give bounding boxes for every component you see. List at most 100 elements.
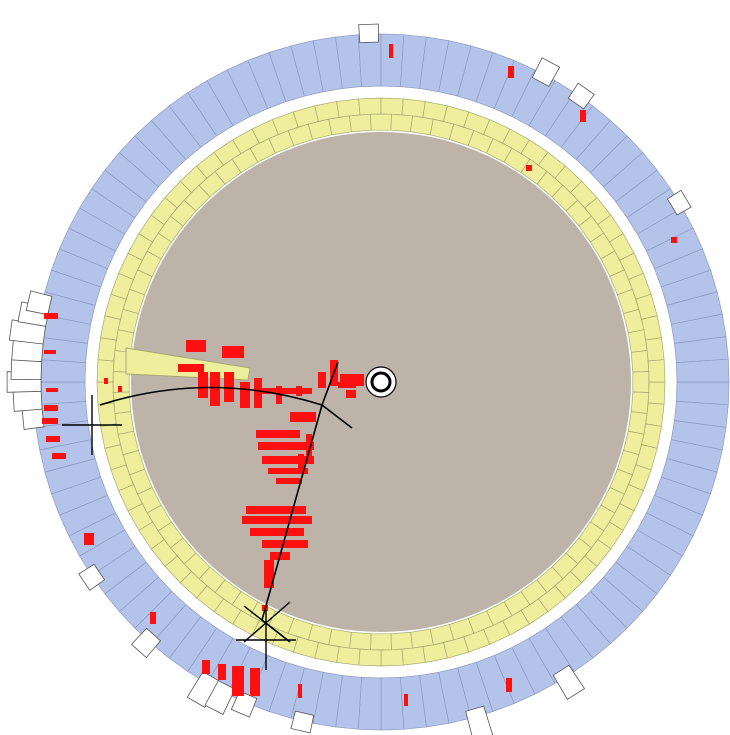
outer-tower-outlines — [6, 23, 692, 735]
track-line — [261, 404, 323, 621]
inner-ring-segment — [390, 631, 413, 651]
inner-ring-segment — [627, 329, 648, 353]
track-line — [321, 361, 339, 406]
hit-cluster — [506, 678, 512, 692]
inner-ring-segment — [401, 646, 426, 666]
inner-ring-segment — [336, 98, 361, 118]
calorimeter-tower-icon — [130, 627, 162, 659]
hit-cluster — [276, 478, 302, 484]
calorimeter-tower-icon — [290, 710, 315, 734]
inner-ring-segment — [401, 98, 426, 118]
hit-cluster — [264, 560, 274, 588]
calorimeter-tower-icon — [21, 407, 45, 430]
calorimeter-tower-icon — [78, 563, 106, 591]
hit-cluster — [290, 412, 316, 422]
hit-cluster — [250, 528, 304, 536]
inner-ring-segment — [328, 115, 352, 136]
track-group — [62, 361, 353, 670]
hit-cluster — [46, 388, 58, 392]
hit-cluster — [232, 666, 244, 696]
calorimeter-tower-icon — [552, 664, 586, 700]
hit-cluster — [178, 364, 204, 372]
inner-ring-segment — [645, 402, 665, 427]
inner-ring-segment — [627, 411, 648, 435]
vertex-inner-ring — [370, 371, 392, 393]
calorimeter-tower-icon — [567, 82, 595, 110]
hit-cluster — [580, 110, 586, 122]
hit-cluster — [256, 430, 300, 438]
calorimeter-tower-icon — [8, 319, 47, 345]
track-line — [321, 404, 353, 429]
inner-ring-segment — [410, 628, 434, 649]
hit-cluster — [262, 540, 308, 548]
hit-cluster — [262, 388, 312, 394]
hit-cluster — [318, 372, 326, 388]
hit-cluster — [44, 350, 56, 354]
inner-ring-segment — [112, 391, 132, 414]
hit-cluster — [44, 405, 58, 411]
hit-cluster — [224, 372, 234, 402]
inner-ring-segment — [647, 381, 666, 405]
outer-ring-segment — [676, 381, 730, 406]
track-line — [99, 386, 323, 406]
hit-cluster — [262, 456, 314, 464]
inner-ring-segment — [358, 648, 382, 667]
hit-cluster — [526, 165, 532, 171]
inner-ring-segment — [370, 113, 392, 131]
hit-cluster — [198, 372, 208, 398]
hit-cluster — [118, 386, 122, 392]
hit-cluster-group — [42, 44, 677, 706]
hit-cluster — [202, 660, 210, 674]
hit-cluster — [671, 237, 677, 243]
hit-cluster — [240, 382, 250, 408]
inner-ring-segment — [358, 97, 382, 116]
inner-ring-segment — [97, 402, 117, 427]
inner-ring-segment — [349, 631, 372, 651]
calorimeter-tower-icon — [358, 23, 379, 44]
calorimeter-tower-icon — [230, 690, 258, 718]
hit-cluster — [210, 372, 220, 406]
inner-ring-segment — [114, 411, 135, 435]
hit-cluster — [298, 454, 304, 472]
inner-ring-segment — [645, 337, 665, 362]
outer-calorimeter-ring — [32, 33, 730, 731]
hit-cluster — [389, 44, 393, 58]
track-line — [243, 601, 291, 643]
inner-ring-segment — [390, 113, 413, 133]
inner-ring-segment — [647, 359, 666, 383]
hit-cluster — [104, 378, 108, 384]
hit-cluster — [254, 378, 262, 408]
hit-cluster — [508, 66, 514, 78]
calorimeter-tower-icon — [531, 57, 561, 87]
track-line — [243, 605, 291, 643]
hit-cluster — [218, 664, 226, 680]
hit-cluster — [276, 386, 282, 404]
beam-axis-icon — [365, 366, 397, 398]
hit-cluster — [338, 382, 356, 388]
calorimeter-tower-icon — [465, 705, 494, 735]
hit-cluster — [46, 436, 60, 442]
hit-cluster — [84, 533, 94, 545]
hit-cluster — [268, 468, 308, 474]
calorimeter-tower-icon — [25, 290, 53, 316]
inner-ring-segment — [380, 648, 404, 667]
inner-ring-segment — [370, 633, 392, 651]
hit-cluster — [52, 453, 66, 459]
hit-cluster — [150, 612, 156, 624]
outer-ring-segment — [380, 677, 405, 731]
inner-ring-segment — [97, 337, 117, 362]
inner-ring-segment — [630, 391, 650, 414]
inner-ring-segment — [336, 646, 361, 666]
hit-cluster — [186, 340, 206, 352]
calorimeter-tower-icon — [12, 390, 43, 412]
hit-cluster — [404, 694, 408, 706]
inner-ring-segment — [380, 97, 404, 116]
hit-cluster — [258, 442, 314, 450]
track-crosshair-icon — [62, 395, 122, 455]
inner-ring-segment — [328, 628, 352, 649]
outer-ring-segment — [357, 677, 382, 731]
calorimeter-tower-icon — [10, 358, 43, 380]
hit-cluster — [250, 668, 260, 696]
